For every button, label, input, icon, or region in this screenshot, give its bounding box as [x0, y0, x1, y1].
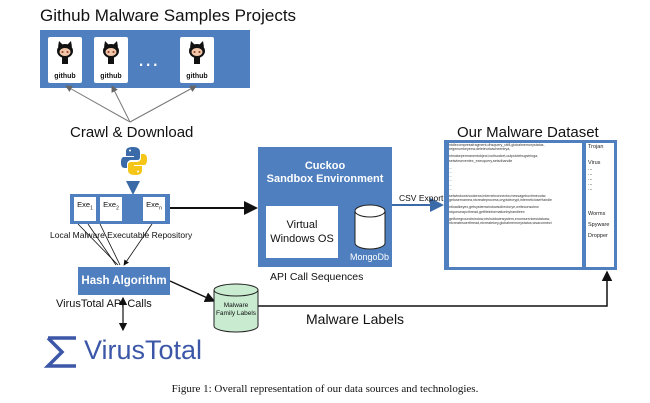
dataset-label: Virus [588, 160, 601, 166]
crawl-line [65, 85, 131, 123]
github-panel-title: Github Malware Samples Projects [40, 6, 297, 25]
hash-algorithm-box: Hash Algorithm [78, 267, 170, 295]
mongodb-label: MongoDb [350, 252, 390, 262]
dataset-label: ... [588, 171, 593, 177]
repository-label: Local Malware Executable Repository [50, 230, 193, 240]
github-card: github [48, 37, 82, 83]
hash-to-labels-arrow [169, 280, 216, 303]
virtual-windows-box: Virtual Windows OS [266, 206, 338, 258]
exe-label: Exe [77, 200, 91, 209]
exe-index: n [159, 205, 162, 212]
virustotal-logo: VirusTotal [44, 333, 212, 371]
python-icon [121, 147, 147, 175]
exe-file: Exe2 [100, 197, 122, 221]
dataset-label: Spyware [588, 222, 610, 228]
figure-caption: Figure 1: Overall representation of our … [171, 383, 479, 395]
family-labels-text: Malware Family Labels [213, 302, 259, 318]
dataset-labels-column: Trojan Virus ... ... ... ... ... Worms S… [586, 143, 614, 267]
cuckoo-title: Cuckoo Sandbox Environment [258, 160, 392, 186]
exe-label: Exe [103, 200, 117, 209]
family-labels-line: Family Labels [215, 310, 257, 317]
family-labels-cylinder-icon [213, 283, 259, 333]
dataset-label: ... [588, 181, 593, 187]
virustotal-api-label: VirusTotal API Calls [56, 298, 152, 310]
crawl-line [111, 85, 131, 123]
github-ellipsis: ... [138, 46, 160, 71]
dataset-label: ... [588, 166, 593, 172]
dataset-label: Worms [588, 211, 606, 217]
labels-to-dataset-arrow [258, 270, 613, 307]
exe-label: Exe [146, 200, 160, 209]
exe-index: 1 [90, 205, 93, 212]
cuckoo-title-line: Sandbox Environment [266, 173, 384, 185]
dataset-row: ntmakepermanentobject,ioctlsocket,output… [449, 154, 539, 163]
repo-to-hash-line [99, 223, 121, 266]
dataset-api-text: ntdlecompressfragment,dhsquery_utf8,glob… [449, 143, 582, 267]
csv-export-label: CSV Export [399, 193, 444, 203]
virustotal-sigma-icon [44, 336, 76, 368]
malware-labels-label: Malware Labels [306, 311, 405, 327]
dataset-label: Dropper [588, 233, 608, 239]
mongodb-cylinder-icon [354, 204, 386, 250]
family-labels-line: Malware [223, 302, 249, 309]
exe-file: Exen [143, 197, 165, 221]
dataset-label [588, 151, 614, 159]
cuckoo-title-line: Cuckoo [304, 160, 346, 172]
dataset-row: ntloadkeyex,getsystemwindowsdirectorye,w… [449, 205, 539, 214]
dataset-title: Our Malware Dataset [457, 124, 599, 141]
dataset-row: ... [449, 182, 452, 187]
github-card: github [180, 37, 214, 83]
exe-file: Exe1 [74, 197, 96, 221]
dataset-label: ... [588, 176, 593, 182]
vm-label-line: Windows OS [270, 233, 334, 245]
dataset-row: ... [449, 178, 452, 183]
github-card: github [94, 37, 128, 83]
dataset-row: ... [449, 165, 452, 170]
dataset-row: setwindowshookexw,internetconnectw,messa… [449, 194, 552, 203]
dataset-row: ... [449, 174, 452, 179]
dataset-label: Trojan [588, 144, 604, 150]
api-sequences-label: API Call Sequences [270, 271, 364, 283]
octocat-icon [57, 41, 73, 64]
crawl-line [129, 85, 197, 123]
vm-label-line: Virtual [286, 219, 318, 231]
github-card-label: github [100, 73, 122, 80]
dataset-label: ... [588, 186, 593, 192]
dataset-row: getforegroundwindow,ntshutdownsystem,enu… [449, 216, 552, 226]
octocat-icon [103, 41, 119, 64]
repo-to-hash-line [123, 223, 153, 266]
dataset-row: ntdlecompressfragment,dhsquery_utf8,glob… [449, 143, 545, 152]
github-card-label: github [186, 73, 208, 80]
github-card-label: github [54, 73, 76, 80]
crawl-download-label: Crawl & Download [70, 124, 194, 141]
dataset-row: ... [449, 170, 452, 175]
repo-to-hash-line [87, 223, 117, 266]
octocat-icon [189, 41, 205, 64]
exe-index: 2 [116, 205, 119, 212]
dataset-row: ... [449, 186, 452, 191]
virustotal-logo-text: VirusTotal [84, 335, 203, 365]
